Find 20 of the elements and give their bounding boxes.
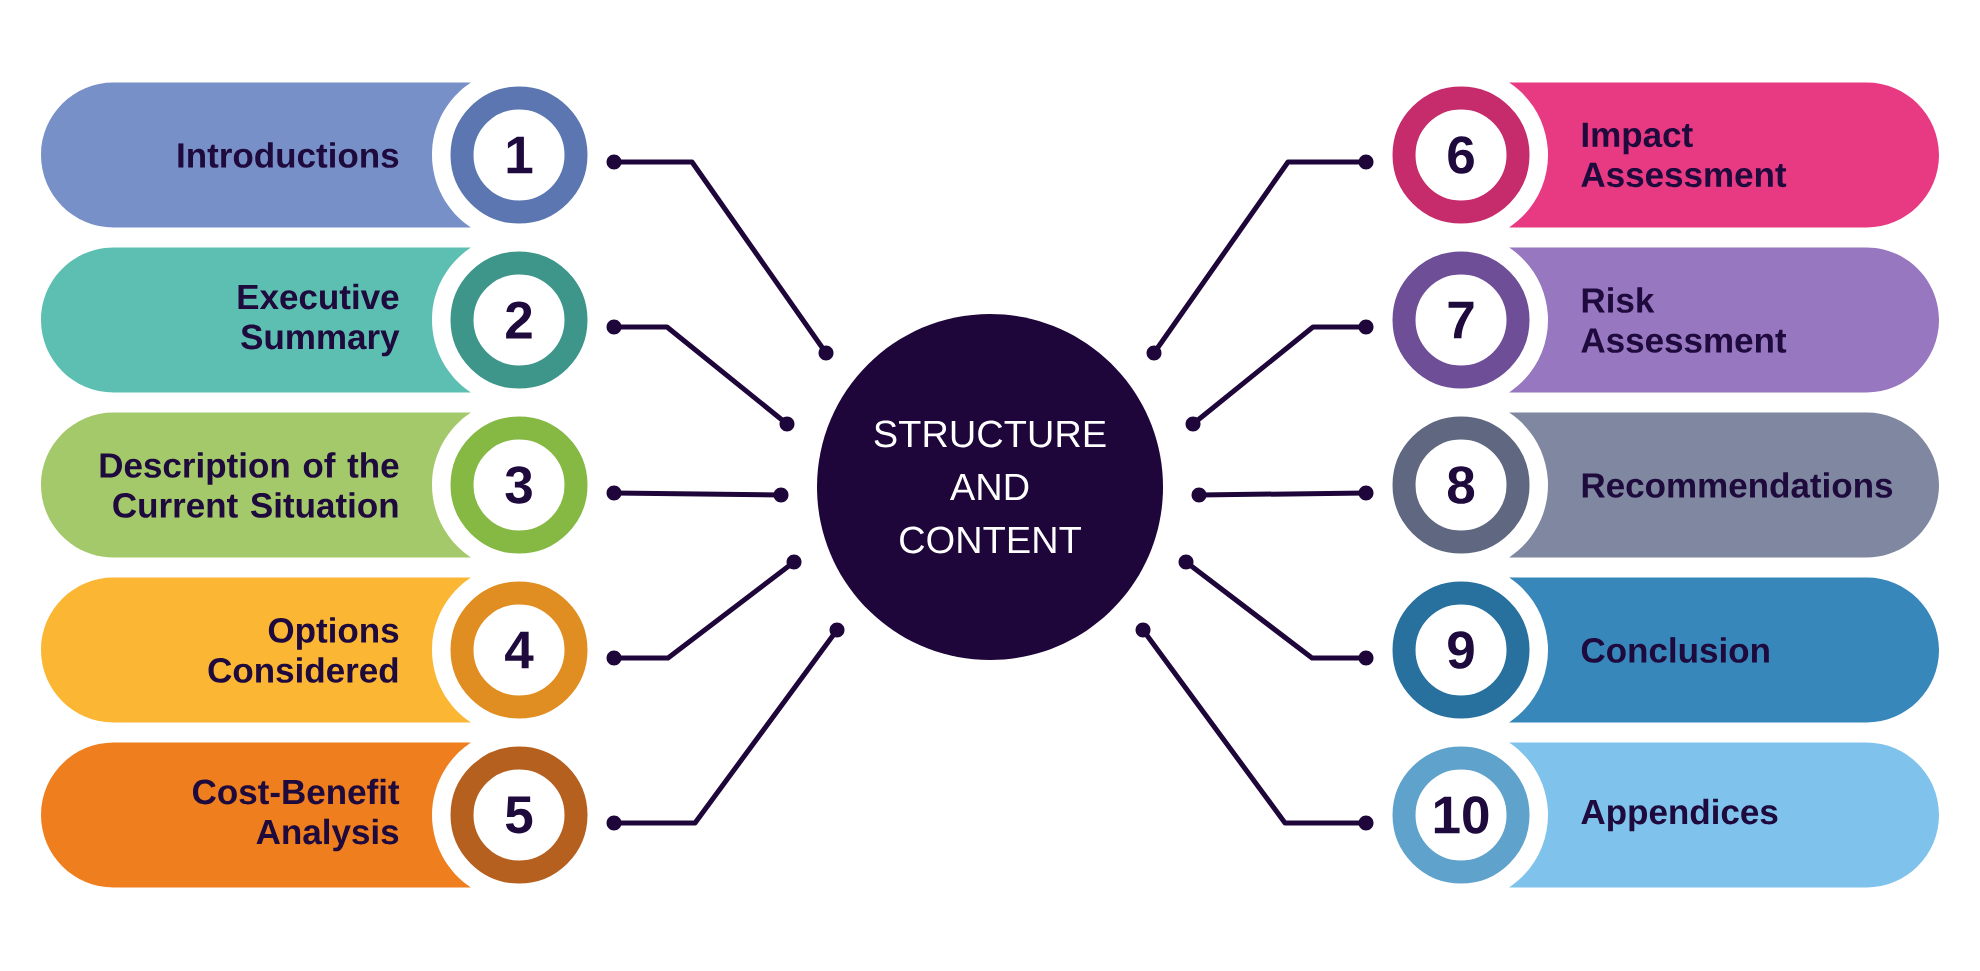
label-pill: Introductions [41, 82, 471, 228]
connector-line [606, 485, 789, 503]
connector-line [606, 622, 845, 831]
connector-line [606, 319, 795, 432]
label-pill: Recommendations [1509, 412, 1939, 558]
label-pill: Risk Assessment [1509, 247, 1939, 393]
label-pill: Appendices [1509, 742, 1939, 888]
connector-line [1185, 319, 1374, 432]
connector-line [1146, 154, 1374, 361]
label-pill: Impact Assessment [1509, 82, 1939, 228]
connector-line [1191, 485, 1374, 503]
connector-line [606, 154, 834, 361]
connector-line [1135, 622, 1374, 831]
label-pill: Description of the Current Situation [41, 412, 471, 558]
label-pill: Cost-Benefit Analysis [41, 742, 471, 888]
label-pill: Conclusion [1509, 577, 1939, 723]
connector-line [606, 554, 802, 666]
label-pill: Executive Summary [41, 247, 471, 393]
connector-line [1178, 554, 1374, 666]
label-pill: Options Considered [41, 577, 471, 723]
